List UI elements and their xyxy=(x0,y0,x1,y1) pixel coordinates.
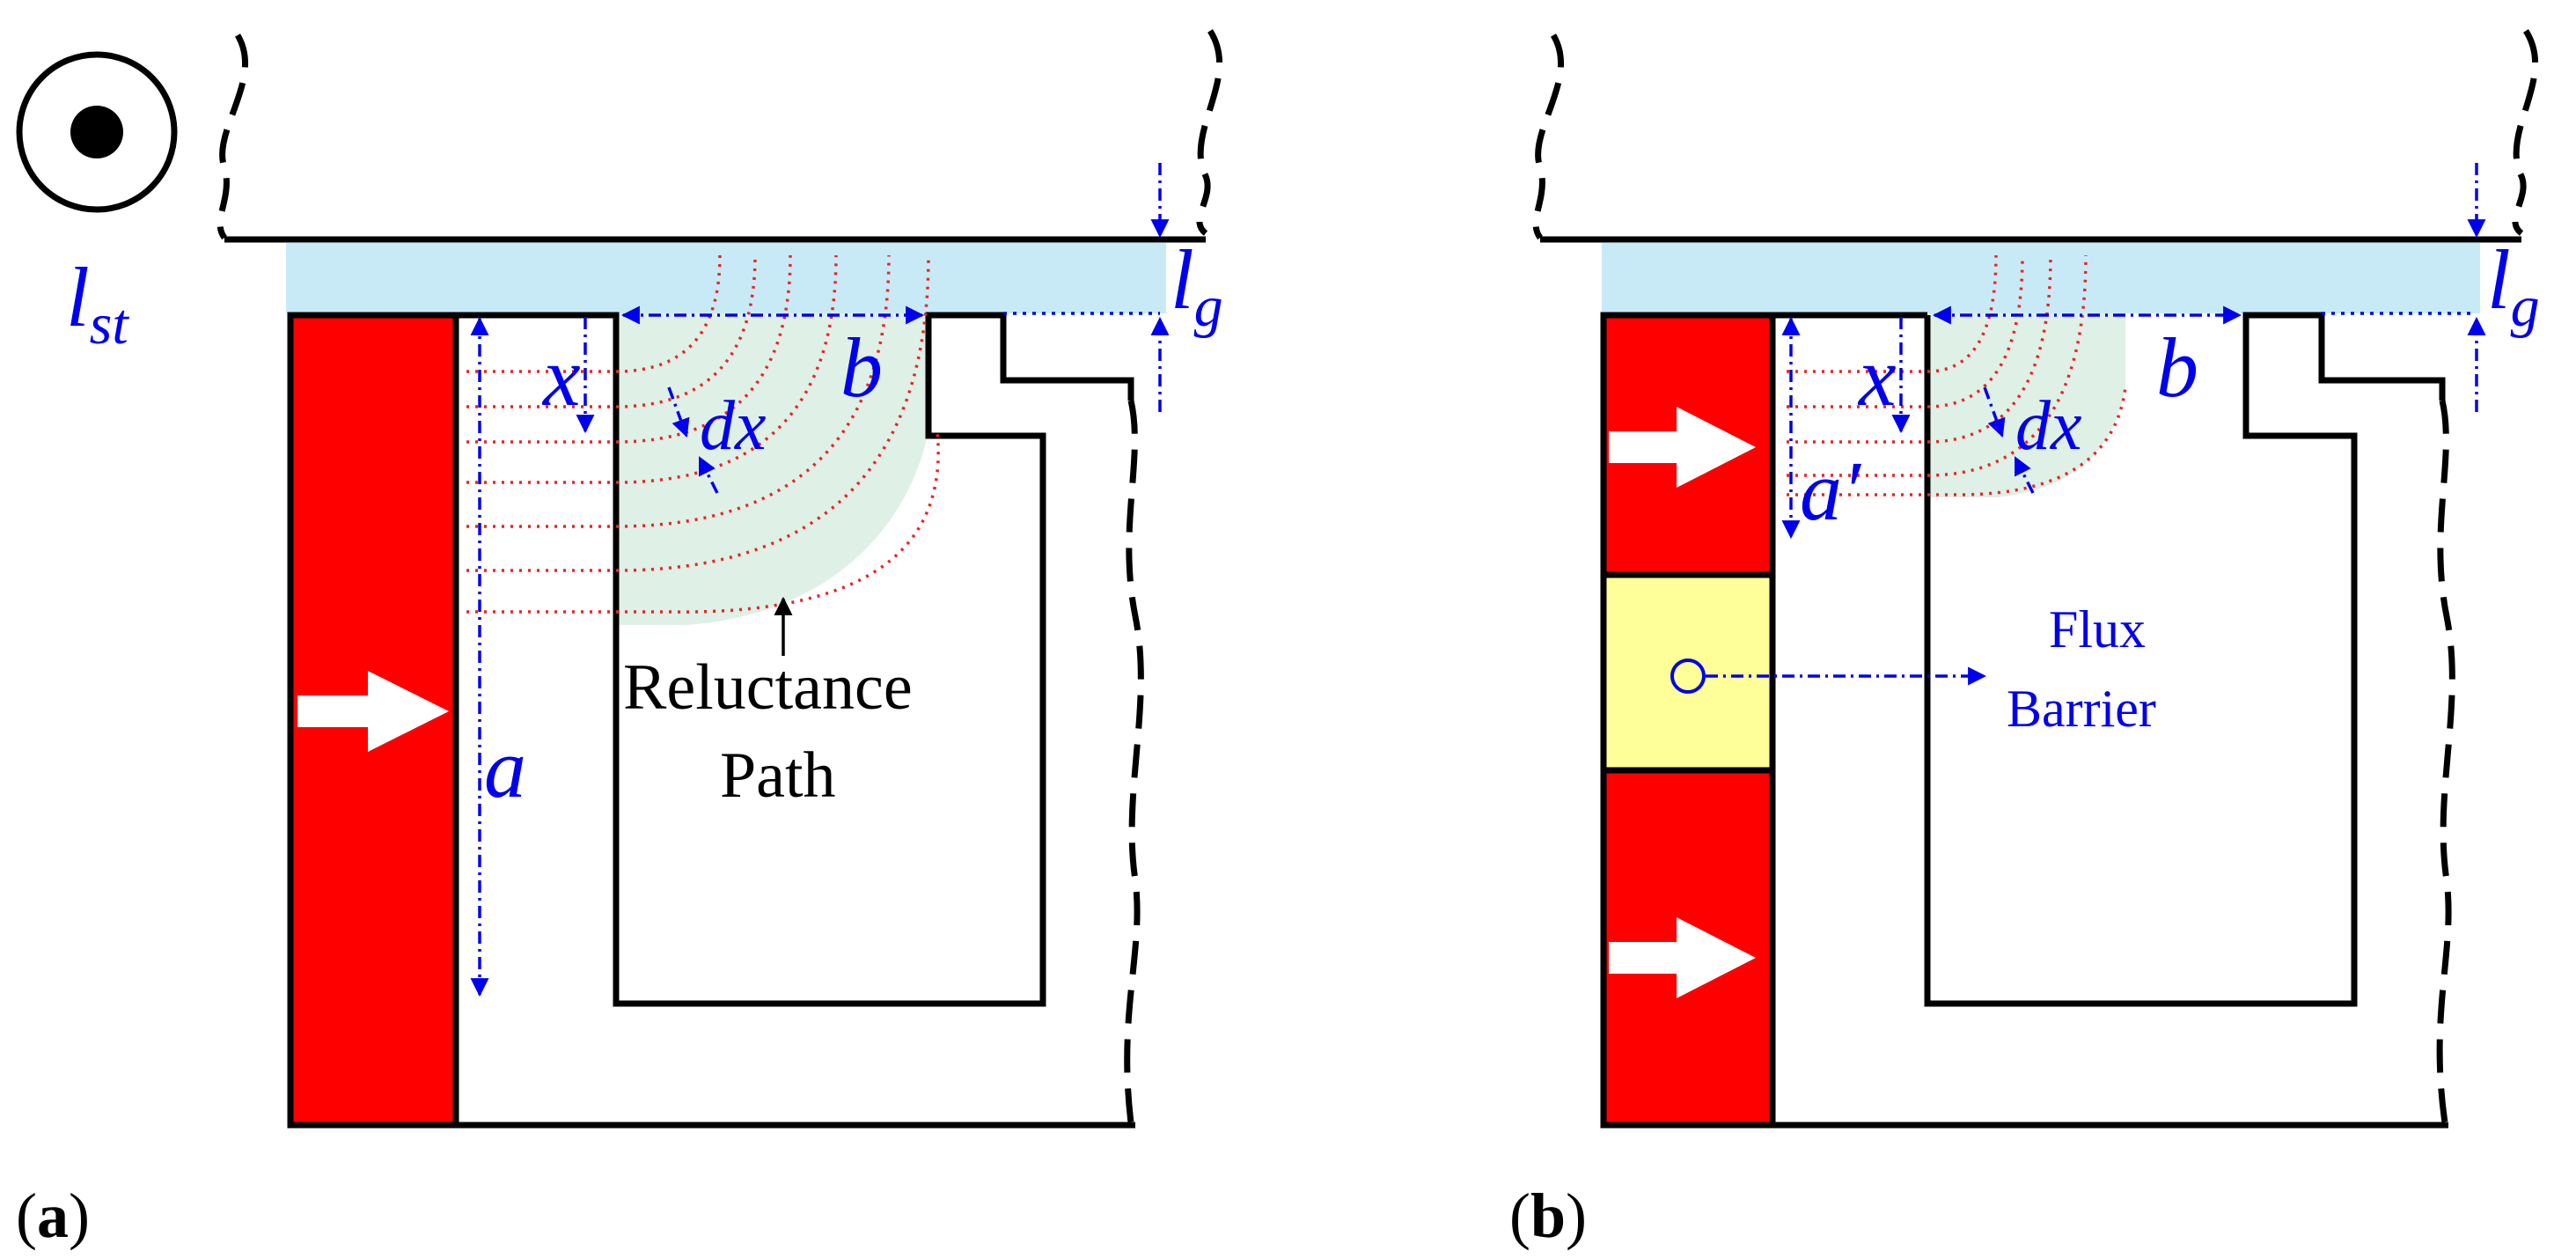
b-label-a: b xyxy=(840,320,883,415)
dx-label-a: dx xyxy=(700,387,767,465)
a-prime-label: a′ xyxy=(1800,444,1862,538)
reluctance-label-line2: Path xyxy=(720,739,836,812)
rotor-outline-a xyxy=(290,312,1134,1007)
dim-dx-line1-b xyxy=(1983,386,2006,438)
rotor-right-break-b xyxy=(2436,400,2455,1123)
dx-label-b: dx xyxy=(2015,387,2082,465)
caption-a: (a) xyxy=(16,1181,90,1251)
dim-dx-line1 xyxy=(667,386,690,438)
rotor-outline-b xyxy=(1924,312,2446,1007)
flux-lines-a xyxy=(466,254,940,614)
stator-right-break xyxy=(1196,29,1223,236)
reluctance-path-region-b xyxy=(1927,313,2125,497)
panel-a: lst xyxy=(16,29,1223,1251)
caption-b: (b) xyxy=(1509,1181,1587,1251)
dim-dx-line2 xyxy=(698,456,719,494)
x-label-a: x xyxy=(541,329,581,423)
stator-left-break-b xyxy=(1532,33,1565,240)
lg-label-b: lg xyxy=(2487,232,2540,339)
magnetization-arrow-icon xyxy=(297,671,449,752)
barrier-label-line1: Flux xyxy=(2049,600,2146,658)
flux-lines-b xyxy=(1787,254,2127,497)
rotor-right-break-a xyxy=(1124,400,1144,1123)
stator-right-break-b xyxy=(2512,29,2539,236)
air-gap xyxy=(286,243,1166,313)
flux-barrier xyxy=(1600,571,1776,774)
magnetization-arrow-icon xyxy=(1609,917,1756,998)
b-label-b: b xyxy=(2156,320,2198,415)
magnetization-arrow-icon xyxy=(1609,407,1756,488)
reluctance-path-region xyxy=(616,313,928,625)
dim-dx-line2-b xyxy=(2014,456,2035,494)
lg-label-a: lg xyxy=(1171,232,1223,339)
a-label: a xyxy=(484,721,526,815)
air-gap-b xyxy=(1602,243,2480,313)
current-out-of-page-icon xyxy=(16,51,178,213)
panel-b: x b dx a′ lg Flux Barrier (b) xyxy=(1509,29,2540,1251)
x-label-b: x xyxy=(1857,329,1897,423)
barrier-marker-circle xyxy=(1670,658,1706,694)
reluctance-label-line1: Reluctance xyxy=(623,651,913,724)
stator-left-break xyxy=(217,33,249,240)
lst-label: lst xyxy=(66,250,129,357)
barrier-label-line2: Barrier xyxy=(2007,680,2156,738)
